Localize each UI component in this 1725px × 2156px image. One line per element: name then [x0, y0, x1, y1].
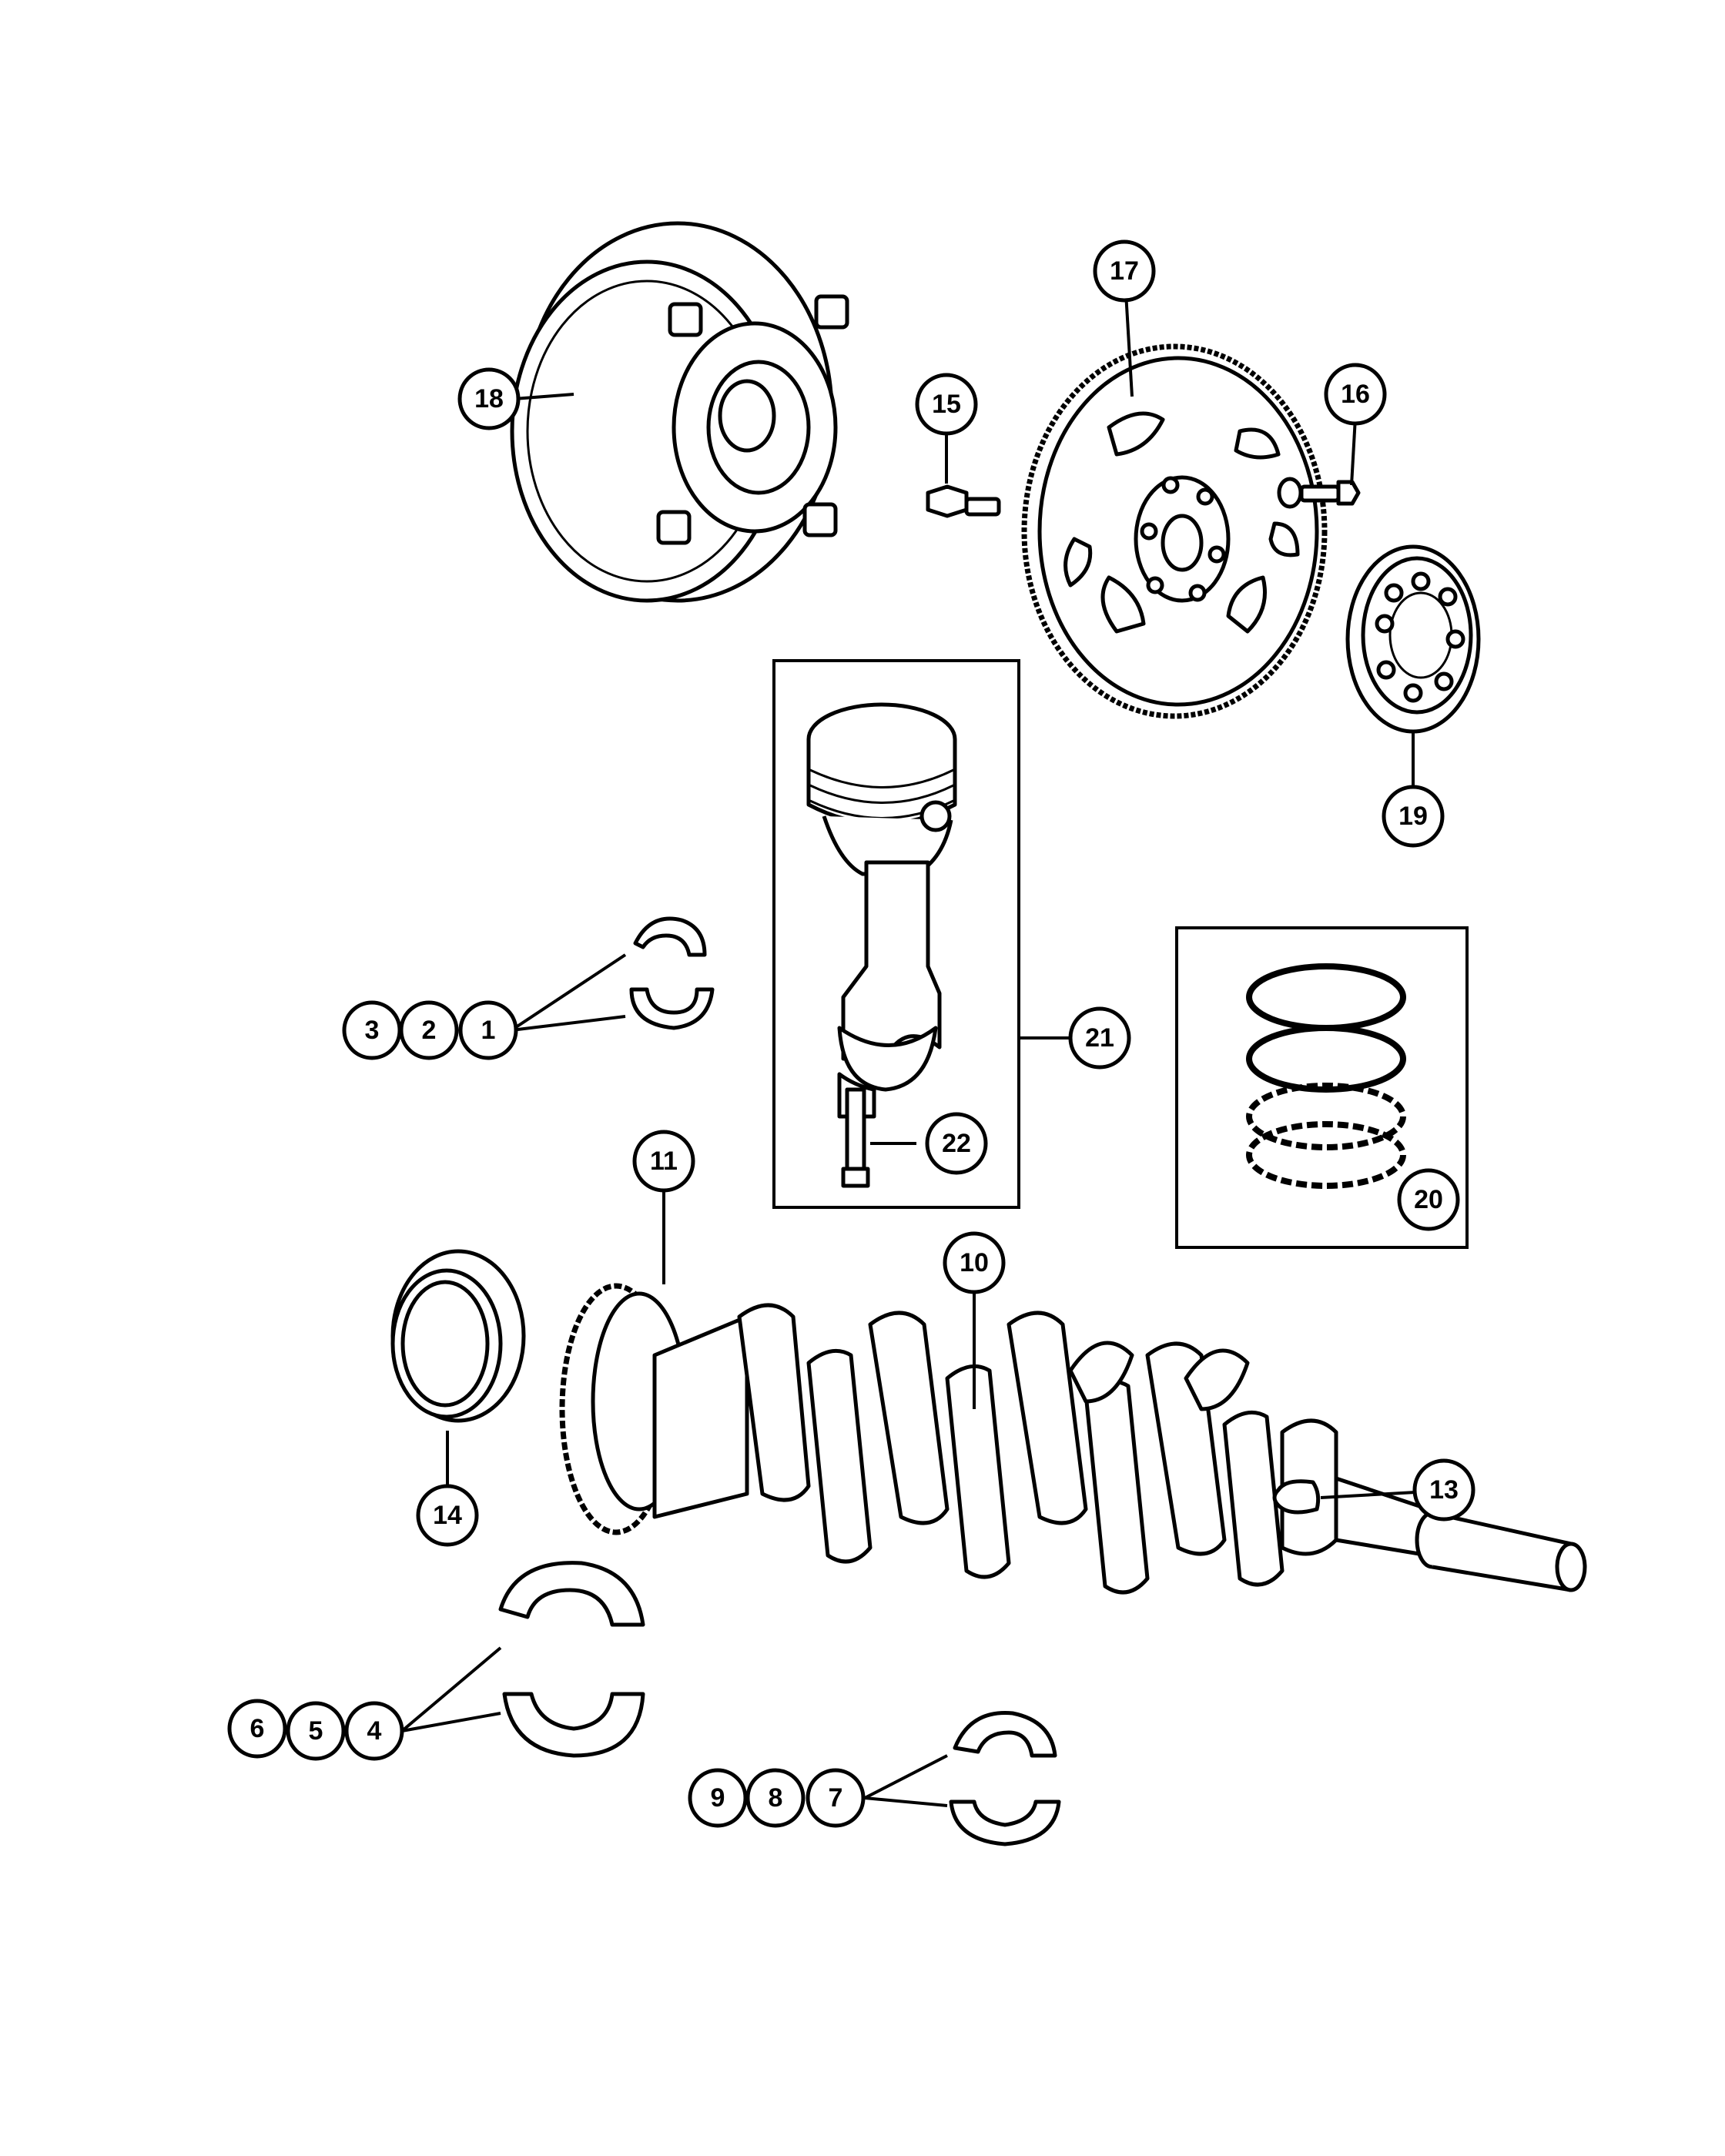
callout-20: 20 — [1397, 1168, 1460, 1231]
callout-11: 11 — [632, 1130, 695, 1193]
svg-text:10: 10 — [960, 1248, 989, 1277]
callout-13: 13 — [1412, 1458, 1475, 1522]
flexplate[interactable] — [1021, 343, 1328, 719]
main-bearings[interactable] — [498, 1561, 645, 1758]
callout-16: 16 — [1324, 363, 1387, 426]
svg-text:18: 18 — [474, 384, 504, 413]
callout-7: 7 — [806, 1768, 866, 1828]
svg-text:14: 14 — [433, 1501, 462, 1530]
callout-18: 18 — [457, 367, 521, 430]
svg-text:5: 5 — [309, 1716, 323, 1746]
callout-21: 21 — [1068, 1006, 1131, 1070]
svg-text:8: 8 — [769, 1783, 783, 1813]
callout-17: 17 — [1093, 239, 1156, 303]
rear-main-seal[interactable] — [390, 1249, 526, 1423]
callout-10: 10 — [943, 1231, 1006, 1294]
crankshaft[interactable] — [559, 1283, 1587, 1595]
callout-1: 1 — [458, 1000, 518, 1060]
svg-text:16: 16 — [1341, 380, 1370, 409]
svg-text:19: 19 — [1398, 802, 1428, 831]
callout-8: 8 — [745, 1768, 806, 1828]
svg-text:13: 13 — [1429, 1475, 1459, 1505]
svg-text:6: 6 — [250, 1714, 265, 1743]
callout-19: 19 — [1382, 785, 1445, 848]
callout-9: 9 — [688, 1768, 748, 1828]
callout-5: 5 — [286, 1701, 346, 1761]
leader-lines — [400, 292, 1416, 1807]
svg-text:17: 17 — [1110, 256, 1139, 286]
callout-4: 4 — [344, 1701, 404, 1761]
svg-text:1: 1 — [481, 1016, 496, 1045]
torque-converter[interactable] — [510, 221, 849, 603]
crankshaft-key[interactable] — [1272, 1479, 1321, 1515]
svg-text:22: 22 — [942, 1129, 971, 1158]
svg-text:11: 11 — [650, 1147, 678, 1176]
callout-14: 14 — [416, 1484, 479, 1547]
piston-rings-frame — [1175, 926, 1469, 1249]
svg-text:7: 7 — [829, 1783, 843, 1813]
callout-22: 22 — [925, 1112, 988, 1175]
callout-15: 15 — [915, 373, 978, 436]
callout-6: 6 — [227, 1699, 287, 1759]
svg-text:15: 15 — [932, 390, 961, 419]
callout-2: 2 — [399, 1000, 459, 1060]
connecting-rod-bearings[interactable] — [629, 916, 715, 1030]
converter-bolt[interactable] — [926, 484, 1001, 518]
svg-text:9: 9 — [711, 1783, 725, 1813]
piston-rings[interactable] — [1246, 963, 1406, 1189]
svg-text:20: 20 — [1414, 1185, 1443, 1214]
flexplate-bolt[interactable] — [1277, 477, 1361, 509]
spacer-plate[interactable] — [1345, 544, 1481, 734]
svg-text:21: 21 — [1085, 1023, 1114, 1053]
crankshaft-bearings[interactable] — [949, 1711, 1061, 1846]
piston-assembly-frame — [772, 659, 1020, 1209]
piston-and-rod[interactable] — [806, 702, 957, 1188]
callout-3: 3 — [342, 1000, 402, 1060]
svg-text:2: 2 — [422, 1016, 437, 1045]
svg-text:4: 4 — [367, 1716, 382, 1746]
svg-text:3: 3 — [365, 1016, 380, 1045]
